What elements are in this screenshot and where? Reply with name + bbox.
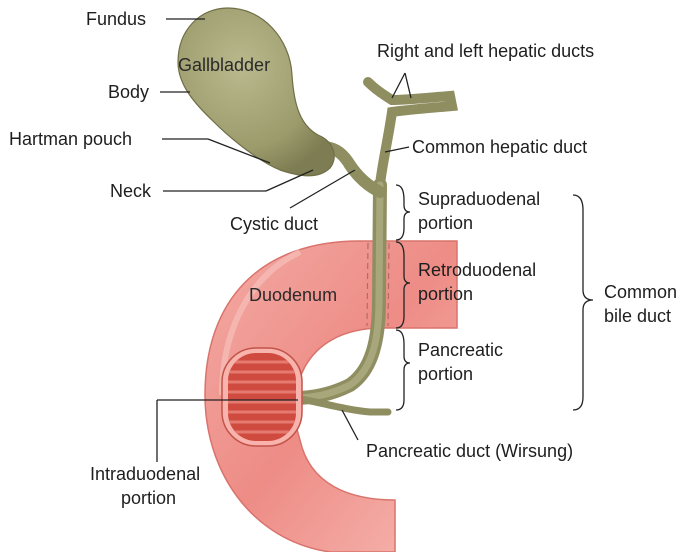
label-gallbladder: Gallbladder (178, 55, 270, 75)
label-neck: Neck (110, 181, 152, 201)
label-pancreatic-duct: Pancreatic duct (Wirsung) (366, 441, 573, 461)
label-common-bile-1: Common (604, 282, 677, 302)
label-right-left-hepatic-ducts: Right and left hepatic ducts (377, 41, 594, 61)
label-pancreatic-2: portion (418, 364, 473, 384)
hepatic-ducts-shape (368, 82, 452, 185)
label-supraduodenal-1: Supraduodenal (418, 189, 540, 209)
label-supraduodenal-2: portion (418, 213, 473, 233)
label-retroduodenal-2: portion (418, 284, 473, 304)
pancreatic-duct-shape (295, 398, 388, 412)
label-retroduodenal-1: Retroduodenal (418, 260, 536, 280)
label-common-bile-2: bile duct (604, 306, 671, 326)
label-intraduodenal-1: Intraduodenal (90, 464, 200, 484)
label-cystic-duct: Cystic duct (230, 214, 318, 234)
label-pancreatic-1: Pancreatic (418, 340, 503, 360)
gallbladder-shape (178, 8, 334, 176)
label-fundus: Fundus (86, 9, 146, 29)
label-hartman-pouch: Hartman pouch (9, 129, 132, 149)
label-body: Body (108, 82, 149, 102)
label-duodenum: Duodenum (249, 285, 337, 305)
label-intraduodenal-2: portion (121, 488, 176, 508)
label-common-hepatic-duct: Common hepatic duct (412, 137, 587, 157)
